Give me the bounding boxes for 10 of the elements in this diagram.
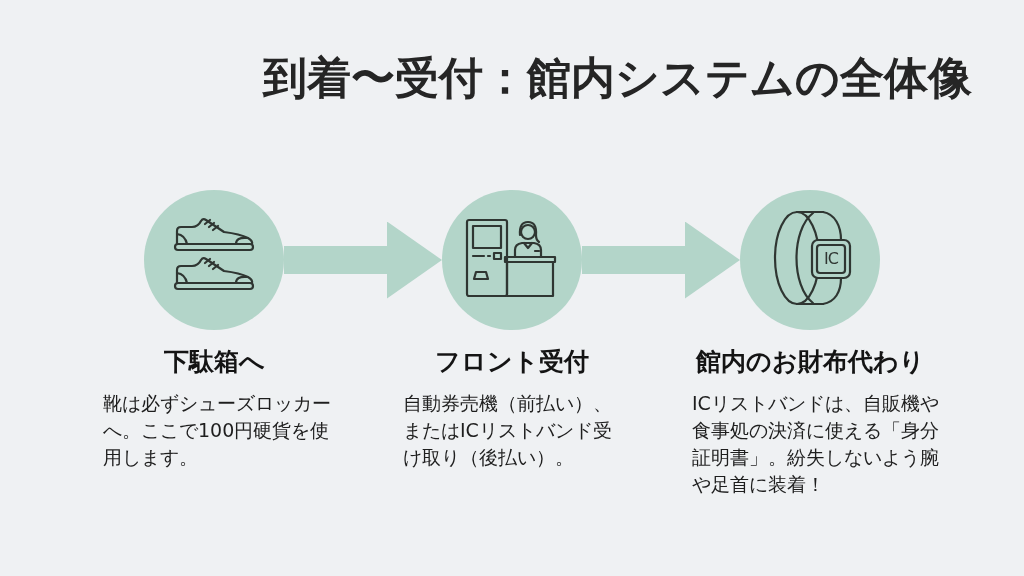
step-description: ICリストバンドは、自販機や食事処の決済に使える「身分証明書」。紛失しないよう腕や足首に装着！ [692, 391, 940, 497]
step-description: 自動券売機（前払い）、またはICリストバンド受け取り（後払い）。 [403, 391, 613, 470]
arrow [582, 221, 740, 299]
step-description: 靴は必ずシューズロッカーへ。ここで100円硬貨を使用します。 [103, 391, 332, 470]
arrow [284, 221, 442, 299]
title: 到着〜受付：館内システムの全体像 [263, 55, 972, 101]
step-heading: 下駄箱へ [162, 347, 266, 377]
step-heading: フロント受付 [434, 347, 590, 377]
step-heading: 館内のお財布代わり [694, 347, 926, 377]
chip-label: IC [824, 250, 838, 268]
